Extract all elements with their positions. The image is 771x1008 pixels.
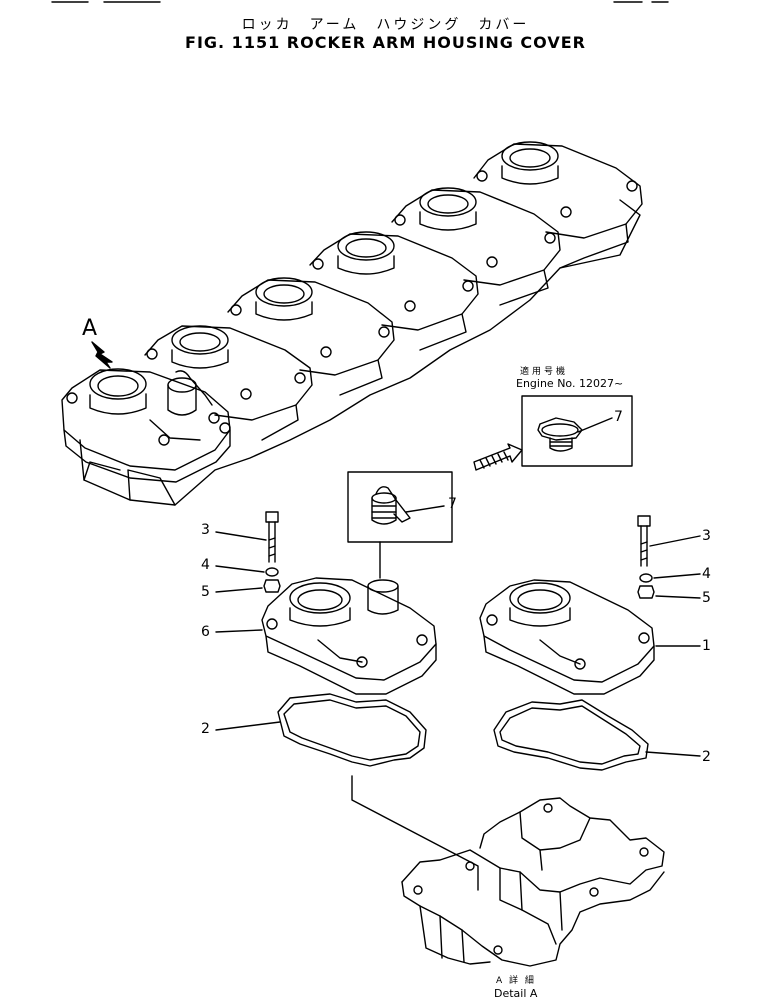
callout-5-left: 5 <box>201 584 210 600</box>
view-a-arrow <box>91 341 113 369</box>
callout-5-right: 5 <box>702 590 711 606</box>
figure-title-japanese: ロッカ アーム ハウジング カバー <box>241 17 530 33</box>
spacer-right <box>637 585 655 599</box>
callout-2-right: 2 <box>702 749 711 765</box>
bolt-left <box>265 511 279 563</box>
detail-a-housing <box>401 797 665 967</box>
callout-3-right: 3 <box>702 528 711 544</box>
spacer-left <box>263 579 281 593</box>
callout-4-left: 4 <box>201 557 210 573</box>
figure-title: FIG. 1151 ROCKER ARM HOUSING COVER <box>185 33 586 52</box>
breather-cap <box>537 417 583 452</box>
callout-2-left: 2 <box>201 721 210 737</box>
filler-cap <box>371 486 411 525</box>
callout-6: 6 <box>201 624 210 640</box>
cover-unit-3 <box>227 279 395 376</box>
inset-box-filler <box>347 471 453 543</box>
gasket-right <box>493 699 649 771</box>
callout-3-left: 3 <box>201 522 210 538</box>
callout-7-cap: 7 <box>614 409 623 425</box>
gasket-left <box>277 693 427 767</box>
washer-left <box>265 567 279 577</box>
rocker-cover-right <box>479 579 655 695</box>
applicability-note: Engine No. 12027~ <box>516 377 624 390</box>
applicability-arrow <box>473 443 523 471</box>
bolt-right <box>637 515 651 567</box>
cover-unit-5 <box>391 189 561 286</box>
cover-unit-4 <box>309 233 479 331</box>
inset-box-cap <box>521 395 633 467</box>
oil-filler-neck <box>167 384 197 416</box>
detail-label-japanese: A 詳 細 <box>496 976 536 986</box>
detail-label: Detail A <box>494 987 538 1000</box>
callout-4-right: 4 <box>702 566 711 582</box>
view-a-label: A <box>82 316 98 341</box>
callout-1: 1 <box>702 638 711 654</box>
cover-unit-2 <box>144 325 313 421</box>
washer-right <box>639 573 653 583</box>
callout-7-filler: 7 <box>448 496 457 512</box>
applicability-note-japanese: 適用号機 <box>520 367 569 377</box>
cover-unit-6 <box>473 143 643 239</box>
assembled-cover-row <box>61 141 643 506</box>
rocker-cover-left <box>261 577 437 695</box>
